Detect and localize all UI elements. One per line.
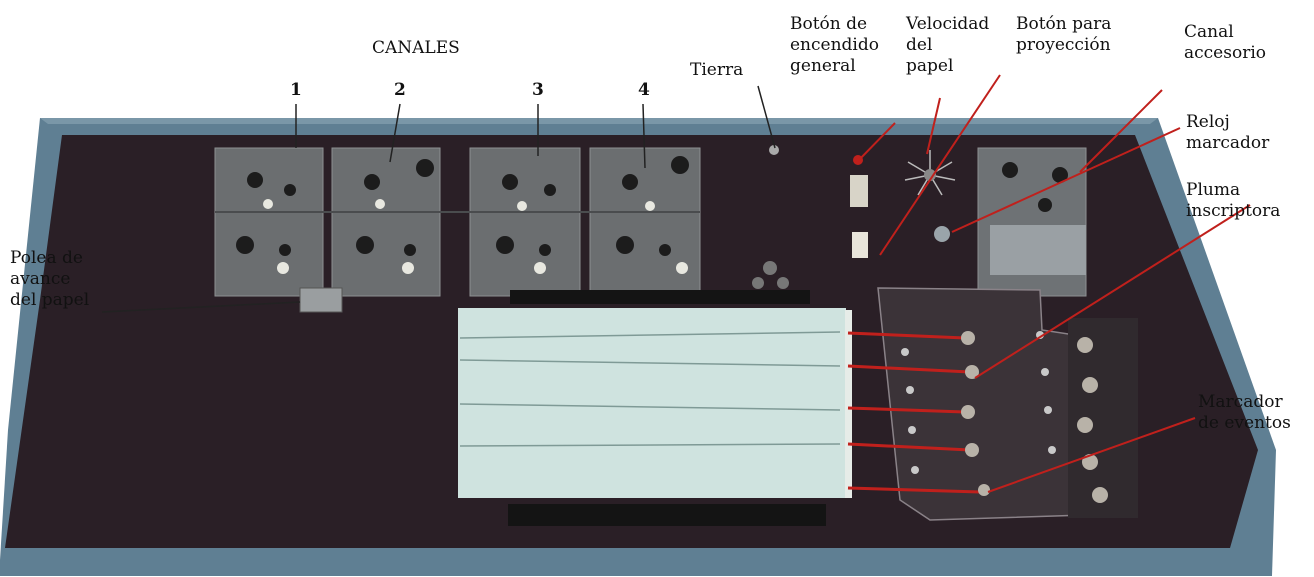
- event-marker-pen: [847, 486, 981, 494]
- label-channel-2: 2: [394, 80, 406, 100]
- label-boton-encendido: Botón de encendido general: [790, 14, 879, 76]
- label-pluma-inscriptora: Pluma inscriptora: [1186, 180, 1281, 221]
- label-marcador-eventos: Marcador de eventos: [1198, 392, 1291, 433]
- recording-paper: [458, 308, 846, 498]
- inscriber-pens: [847, 331, 981, 494]
- channel-3-module: [469, 147, 581, 297]
- label-channel-1: 1: [290, 80, 302, 100]
- label-canales: CANALES: [372, 38, 460, 58]
- paper-pulley: [299, 287, 343, 313]
- label-canal-accesorio: Canal accesorio: [1184, 22, 1266, 63]
- label-polea-avance: Polea de avance del papel: [10, 248, 90, 310]
- label-channel-4: 4: [638, 80, 650, 100]
- label-boton-proyeccion: Botón para proyección: [1016, 14, 1112, 55]
- projection-button: [852, 232, 868, 258]
- label-channel-3: 3: [532, 80, 544, 100]
- channel-modules: [214, 147, 701, 297]
- label-tierra: Tierra: [690, 60, 744, 80]
- marker-clock: [934, 226, 950, 242]
- label-velocidad-papel: Velocidad del papel: [906, 14, 990, 76]
- channel-1-module: [214, 147, 324, 297]
- label-reloj-marcador: Reloj marcador: [1186, 112, 1270, 153]
- ground-terminal: [769, 145, 779, 155]
- power-switch: [850, 175, 868, 207]
